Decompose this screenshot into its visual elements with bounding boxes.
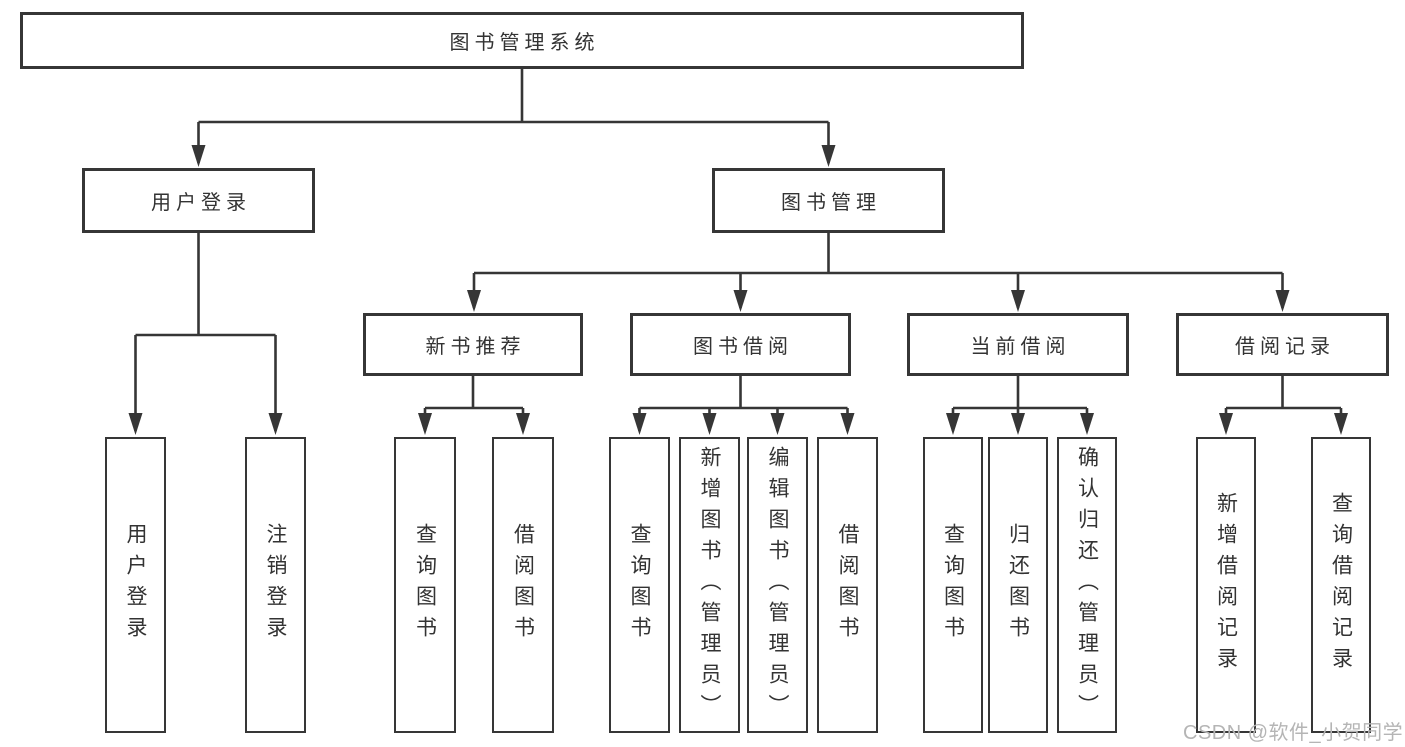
leaf-add-books-admin: 新增图书（管理员） bbox=[679, 437, 740, 733]
leaf-query-books-recommend: 查询图书 bbox=[394, 437, 456, 733]
arrow-down-icon bbox=[821, 145, 836, 167]
connector-new-book-to-leaves bbox=[418, 376, 530, 435]
watermark: CSDN @软件_小贺同学 bbox=[1183, 722, 1404, 744]
arrow-down-icon bbox=[268, 413, 283, 435]
leaf-query-books-borrowing: 查询图书 bbox=[609, 437, 670, 733]
leaf-return-books: 归还图书 bbox=[988, 437, 1048, 733]
arrow-down-icon bbox=[733, 290, 748, 312]
leaf-logout: 注销登录 bbox=[245, 437, 306, 733]
arrow-down-icon bbox=[191, 145, 206, 167]
leaf-confirm-return-admin: 确认归还（管理员） bbox=[1057, 437, 1117, 733]
leaf-query-books-current: 查询图书 bbox=[923, 437, 983, 733]
node-book-management: 图书管理 bbox=[712, 168, 945, 233]
arrow-down-icon bbox=[1219, 413, 1233, 435]
arrow-down-icon bbox=[128, 413, 143, 435]
leaf-borrow-books: 借阅图书 bbox=[817, 437, 878, 733]
arrow-down-icon bbox=[1011, 290, 1025, 312]
arrow-down-icon bbox=[418, 413, 432, 435]
leaf-user-login: 用户登录 bbox=[105, 437, 166, 733]
leaf-edit-books-admin: 编辑图书（管理员） bbox=[747, 437, 808, 733]
arrow-down-icon bbox=[516, 413, 530, 435]
leaf-query-borrow-record: 查询借阅记录 bbox=[1311, 437, 1371, 733]
node-library-management-system: 图书管理系统 bbox=[20, 12, 1024, 69]
connector-root-to-level2 bbox=[191, 69, 836, 167]
arrow-down-icon bbox=[1275, 290, 1290, 312]
node-borrowing-records: 借阅记录 bbox=[1176, 313, 1389, 376]
connector-book-management-to-level3 bbox=[467, 233, 1290, 312]
connector-borrow-records-to-leaves bbox=[1219, 376, 1348, 435]
arrow-down-icon bbox=[632, 413, 647, 435]
arrow-down-icon bbox=[1334, 413, 1348, 435]
connector-user-login-to-leaves bbox=[128, 233, 283, 435]
connector-book-borrow-to-leaves bbox=[632, 376, 855, 435]
arrow-down-icon bbox=[1080, 413, 1094, 435]
leaf-borrow-books-recommend: 借阅图书 bbox=[492, 437, 554, 733]
node-current-borrowing: 当前借阅 bbox=[907, 313, 1129, 376]
leaf-add-borrow-record: 新增借阅记录 bbox=[1196, 437, 1256, 733]
arrow-down-icon bbox=[467, 290, 481, 312]
node-new-book-recommendation: 新书推荐 bbox=[363, 313, 583, 376]
arrow-down-icon bbox=[702, 413, 717, 435]
arrow-down-icon bbox=[770, 413, 785, 435]
arrow-down-icon bbox=[1011, 413, 1025, 435]
arrow-down-icon bbox=[946, 413, 960, 435]
arrow-down-icon bbox=[840, 413, 855, 435]
node-user-login: 用户登录 bbox=[82, 168, 315, 233]
connector-current-borrow-to-leaves bbox=[946, 376, 1094, 435]
node-book-borrowing: 图书借阅 bbox=[630, 313, 851, 376]
